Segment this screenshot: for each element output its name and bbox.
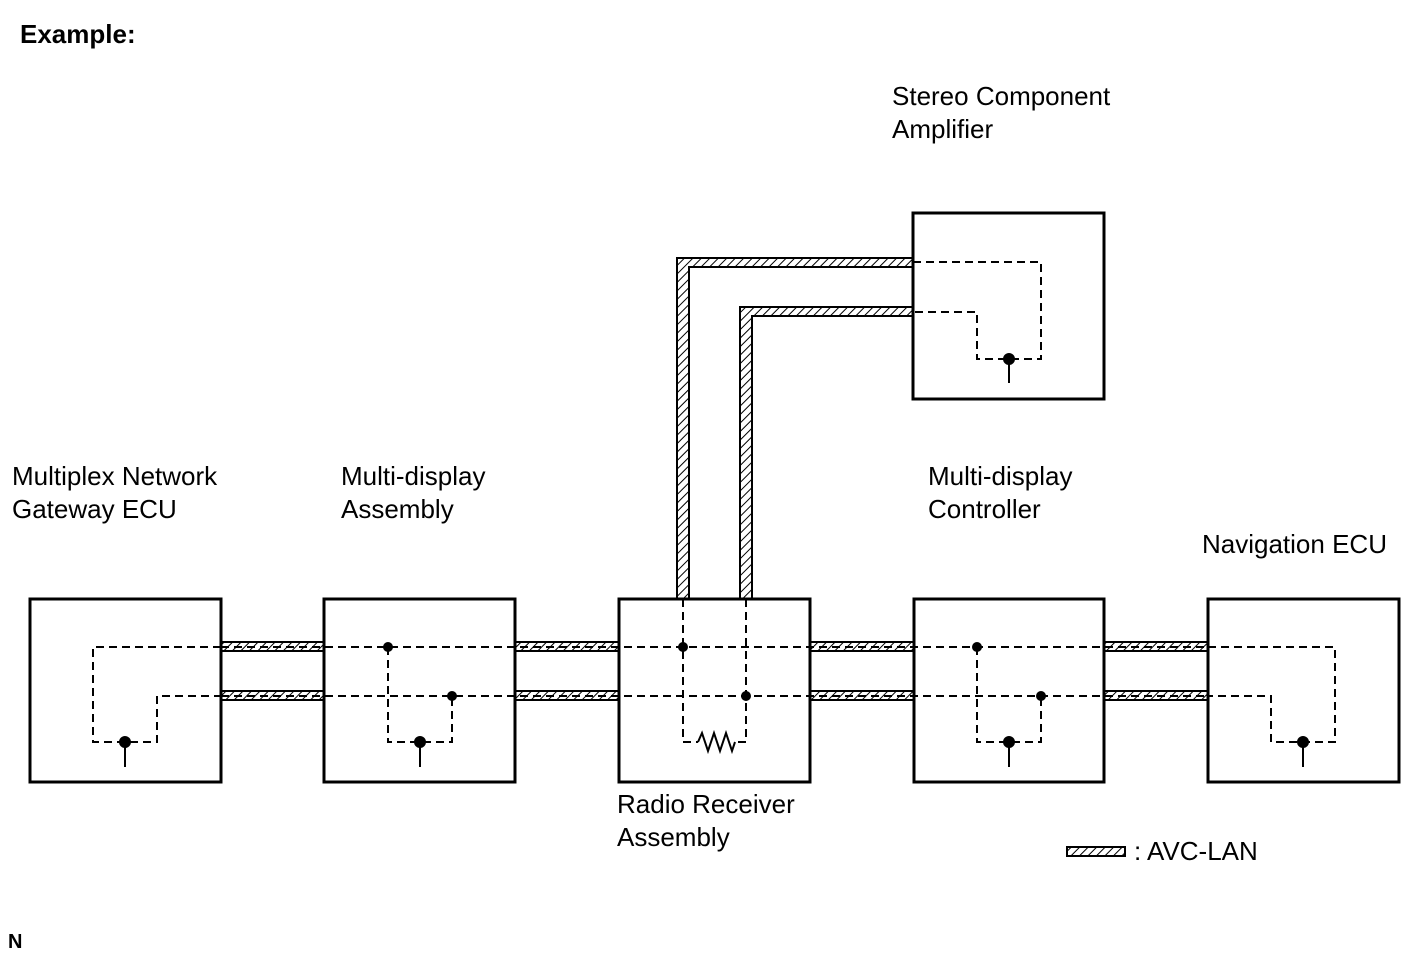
corner-mark: N <box>8 931 23 953</box>
internal-wiring <box>92 261 1336 743</box>
multi-display-controller-label-2: Controller <box>928 494 1041 524</box>
multi-display-assembly-box <box>322 597 517 784</box>
radio-receiver-label-2: Assembly <box>617 822 730 852</box>
gateway-ecu-label-1: Multiplex Network <box>12 461 218 491</box>
avc-lan-bus-branch <box>676 257 914 600</box>
multi-display-assembly-label-2: Assembly <box>341 494 454 524</box>
tap-pins <box>119 353 1309 767</box>
component-boxes <box>28 211 1401 784</box>
diagram-heading: Example: <box>20 19 136 49</box>
connection-dots <box>383 642 1046 701</box>
multi-display-assembly-label-1: Multi-display <box>341 461 486 491</box>
avc-lan-bus-horizontal <box>220 641 1209 701</box>
terminating-resistor <box>697 729 736 755</box>
radio-receiver-label-1: Radio Receiver <box>617 789 795 819</box>
multi-display-controller-box <box>912 597 1106 784</box>
stereo-amp-label-2: Amplifier <box>892 114 994 144</box>
legend-avc-lan-swatch <box>1066 846 1126 857</box>
stereo-amp-box <box>911 211 1106 401</box>
navigation-ecu-label: Navigation ECU <box>1202 529 1387 559</box>
legend-label: : AVC-LAN <box>1134 836 1258 866</box>
gateway-ecu-label-2: Gateway ECU <box>12 494 177 524</box>
radio-receiver-box <box>617 597 812 784</box>
stereo-amp-label-1: Stereo Component <box>892 81 1111 111</box>
navigation-ecu-box <box>1206 597 1401 784</box>
gateway-ecu-box <box>28 597 223 784</box>
multi-display-controller-label-1: Multi-display <box>928 461 1073 491</box>
